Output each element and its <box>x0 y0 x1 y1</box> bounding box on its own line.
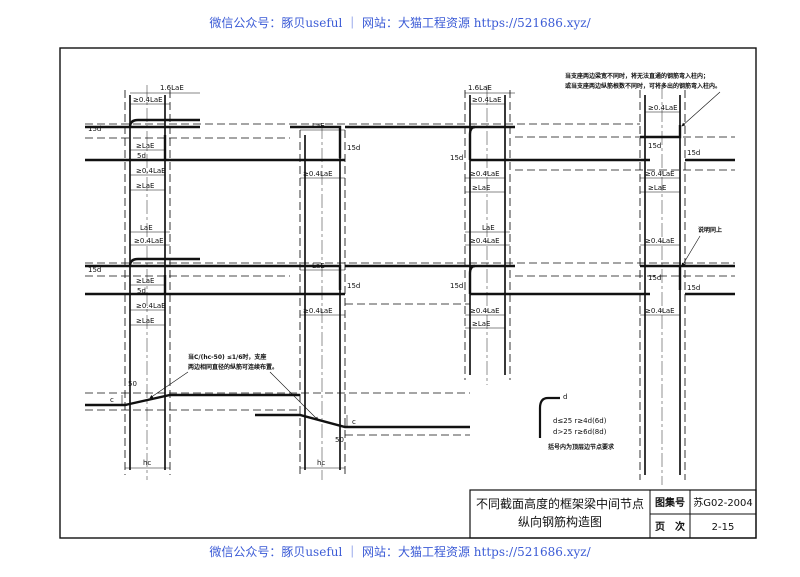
dim-label: ≥0.4LaE <box>303 170 333 178</box>
note-slope-1: 当C/(hc-50) ≤1/6时，支座 <box>188 353 266 361</box>
bend-rule-1: d≤25 r≥4d(6d) <box>553 417 607 425</box>
dimension-labels: 1.6LaE ≥0.4LaE 15d ≥LaE 5d ≥0.4LaE ≥LaE … <box>88 84 700 467</box>
bend-d-label: d <box>563 393 567 401</box>
dim-label: ≥0.4LaE <box>472 96 502 104</box>
bend-rule-2: d>25 r≥6d(8d) <box>553 428 607 436</box>
columns <box>124 85 686 485</box>
dim-label: ≥LaE <box>136 277 154 285</box>
dim-label: 5d <box>137 152 146 160</box>
dim-label: LaE <box>482 224 495 232</box>
dim-label: ≥LaE <box>136 182 154 190</box>
dim-label: 15d <box>88 266 101 274</box>
dim-label: ≥0.4LaE <box>134 237 164 245</box>
dim-label: 15d <box>648 142 661 150</box>
bend-rule-3: 括号内为顶层边节点要求 <box>548 443 615 451</box>
dim-label: ≥0.4LaE <box>645 307 675 315</box>
dim-label: ≥0.4LaE <box>136 167 166 175</box>
note-count-diff: 或当支座两边纵筋根数不同时，可将多出的钢筋弯入柱内。 <box>565 82 721 90</box>
dim-label: 50 <box>335 436 344 444</box>
dim-label: 15d <box>88 125 101 133</box>
notes: 当支座两边梁宽不同时，将无法直通的钢筋弯入柱内； 或当支座两边纵筋根数不同时，可… <box>149 72 722 421</box>
column-4 <box>639 85 686 485</box>
drawing-frame <box>59 47 757 539</box>
dim-label: hc <box>143 459 151 467</box>
dim-label: ≥0.4LaE <box>645 170 675 178</box>
dim-label: 15d <box>347 144 360 152</box>
dim-label: ≥LaE <box>136 317 154 325</box>
dim-label: 5d <box>137 287 146 295</box>
watermark-bottom: 微信公众号：豚贝useful ｜ 网站：大猫工程资源 https://52168… <box>209 545 591 559</box>
dim-label: ≥LaE <box>472 184 490 192</box>
dim-label: ≥0.4LaE <box>133 96 163 104</box>
dim-label: 15d <box>450 282 463 290</box>
dim-label: LaE <box>140 224 153 232</box>
title-block: 不同截面高度的框架梁中间节点 纵向钢筋构造图 图集号 苏G02-2004 页 次… <box>469 489 757 539</box>
dim-label: LaE <box>312 262 325 270</box>
dim-label: c <box>110 396 114 404</box>
dim-label: ≥0.4LaE <box>470 170 500 178</box>
beam-2 <box>85 257 735 305</box>
drawing-title-line1: 不同截面高度的框架梁中间节点 <box>476 496 644 511</box>
dim-label: 15d <box>347 282 360 290</box>
page-number: 2-15 <box>712 522 735 533</box>
dim-label: 50 <box>128 380 137 388</box>
drawing-title-line2: 纵向钢筋构造图 <box>518 514 602 529</box>
page-label: 页 次 <box>655 520 685 533</box>
dim-label: c <box>352 418 356 426</box>
dim-label: ≥0.4LaE <box>136 302 166 310</box>
dim-label: 15d <box>648 274 661 282</box>
dim-label: 1.6LaE <box>468 84 492 92</box>
dim-label: ≥0.4LaE <box>470 237 500 245</box>
watermark-top: 微信公众号：豚贝useful ｜ 网站：大猫工程资源 https://52168… <box>209 16 591 30</box>
atlas-label: 图集号 <box>655 496 685 509</box>
atlas-number: 苏G02-2004 <box>693 496 753 509</box>
dim-label: ≥LaE <box>648 184 666 192</box>
bend-detail: d d≤25 r≥4d(6d) d>25 r≥6d(8d) 括号内为顶层边节点要… <box>538 393 615 451</box>
dim-label: ≥LaE <box>136 142 154 150</box>
note-width-diff: 当支座两边梁宽不同时，将无法直通的钢筋弯入柱内； <box>565 72 709 80</box>
dim-label: 15d <box>450 154 463 162</box>
dim-label: ≥0.4LaE <box>645 237 675 245</box>
dim-label: ≥LaE <box>472 320 490 328</box>
dimension-lines <box>121 92 680 469</box>
dim-label: hc <box>317 459 325 467</box>
dim-label: ≥0.4LaE <box>648 104 678 112</box>
beam-3 <box>85 392 470 436</box>
beam-1 <box>85 118 735 171</box>
dim-label: 15d <box>687 149 700 157</box>
dim-label: 15d <box>687 284 700 292</box>
note-slope-2: 两边相同直径的纵筋可连续布置。 <box>188 363 278 371</box>
dim-label: LaE <box>312 122 325 130</box>
note-same-above: 说明同上 <box>698 226 722 234</box>
dim-label: ≥0.4LaE <box>470 307 500 315</box>
dim-label: 1.6LaE <box>160 84 184 92</box>
dim-label: ≥0.4LaE <box>303 307 333 315</box>
